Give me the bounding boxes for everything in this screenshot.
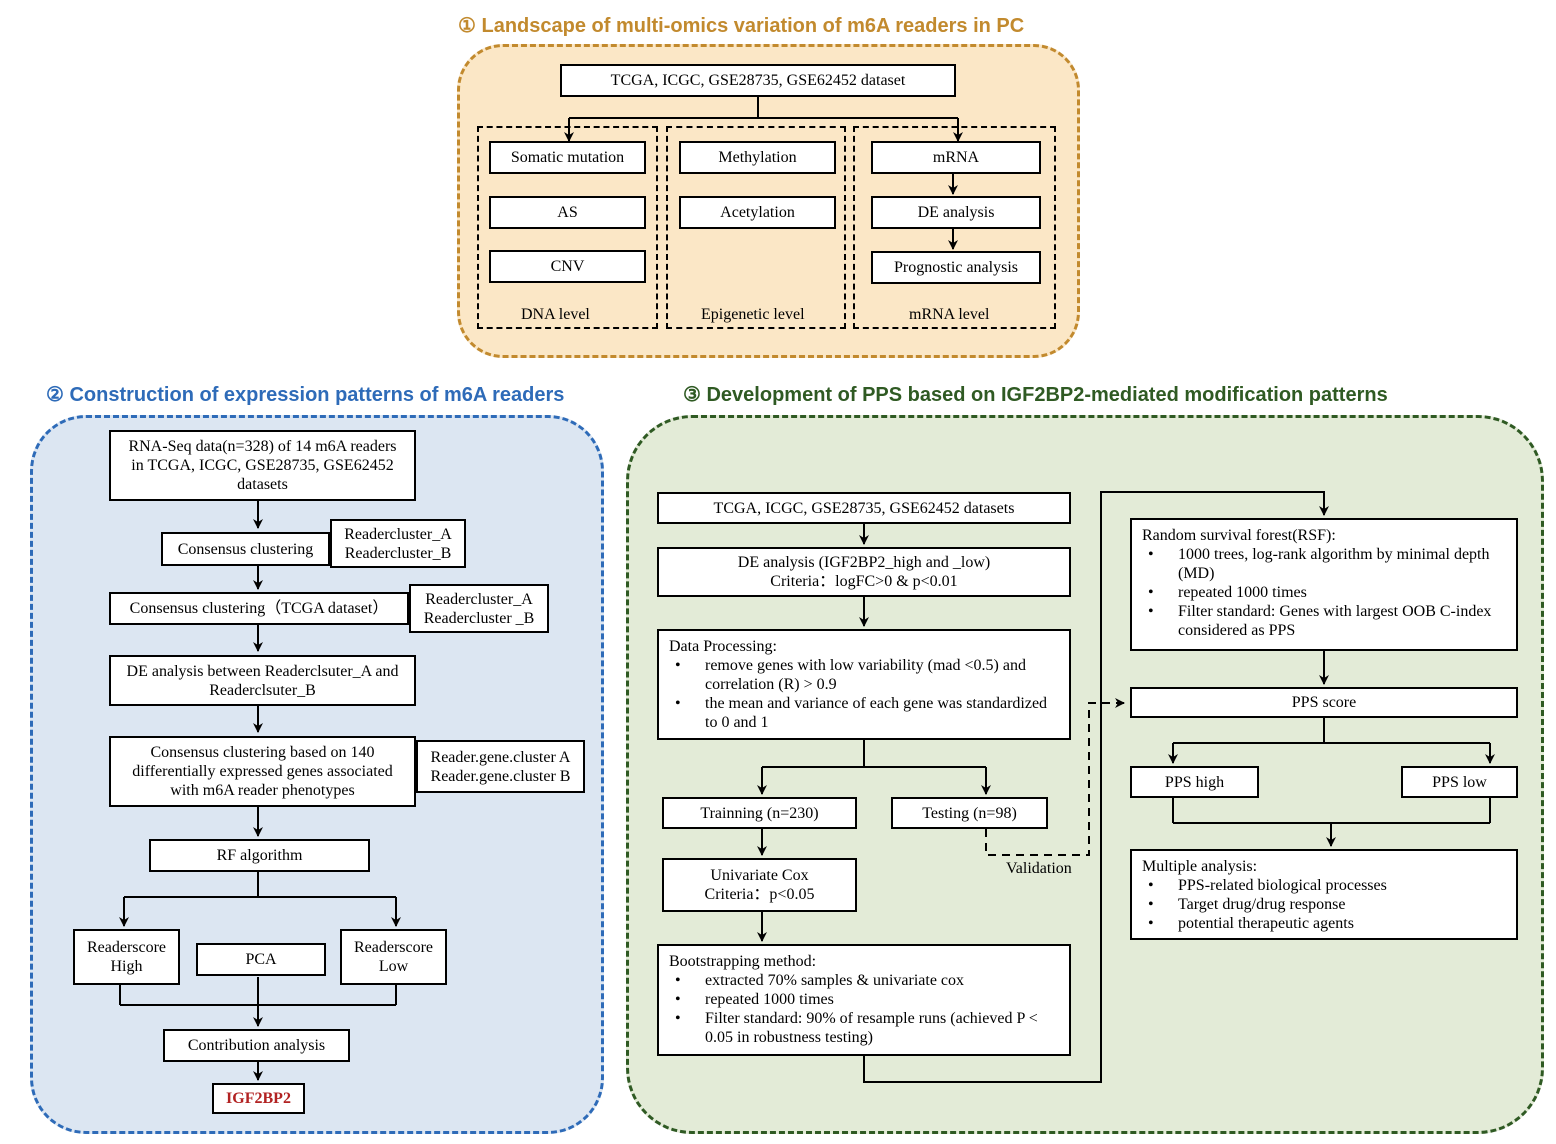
readercluster-box-1: Readercluster_A Readercluster_B xyxy=(330,519,466,568)
multiple-analysis-bullet: PPS-related biological processes xyxy=(1142,876,1387,895)
pps-high-box: PPS high xyxy=(1130,766,1259,798)
consensus-genes-line-3: with m6A reader phenotypes xyxy=(170,782,355,799)
data-processing-box: Data Processing: remove genes with low v… xyxy=(657,629,1071,740)
de-analysis-readercluster-box: DE analysis between Readerclsuter_A and … xyxy=(109,655,416,706)
de-analysis-line-2: Readerclsuter_B xyxy=(209,681,316,699)
bootstrapping-heading: Bootstrapping method: xyxy=(669,953,817,970)
section1-title: ① Landscape of multi-omics variation of … xyxy=(458,15,1025,37)
reader-gene-cluster-b: Reader.gene.cluster B xyxy=(430,767,571,785)
consensus-genes-line-2: differentially expressed genes associate… xyxy=(132,763,393,780)
readercluster-box-2: Readercluster_A Readercluster _B xyxy=(409,584,549,633)
consensus-genes-line-1: Consensus clustering based on 140 xyxy=(150,744,375,761)
reader-gene-cluster-box: Reader.gene.cluster A Reader.gene.cluste… xyxy=(416,740,585,793)
readerscore-high-line-2: High xyxy=(110,958,143,975)
de-analysis-box: DE analysis xyxy=(871,196,1041,229)
rsf-heading: Random survival forest(RSF): xyxy=(1142,527,1336,544)
pps-score-box: PPS score xyxy=(1130,687,1518,718)
methylation-box: Methylation xyxy=(679,141,836,174)
bootstrapping-bullet: Filter standard: 90% of resample runs (a… xyxy=(669,1009,1059,1047)
reader-gene-cluster-a: Reader.gene.cluster A xyxy=(430,748,571,766)
contribution-analysis-box: Contribution analysis xyxy=(163,1029,350,1062)
readercluster-a-1: Readercluster_A xyxy=(344,525,452,543)
readercluster-b-2: Readercluster _B xyxy=(423,609,535,627)
readerscore-low-line-2: Low xyxy=(378,958,409,975)
rnaseq-line-1: RNA-Seq data(n=328) of 14 m6A readers xyxy=(128,438,397,455)
igf2bp2-result-box: IGF2BP2 xyxy=(212,1083,305,1114)
readercluster-a-2: Readercluster_A xyxy=(425,590,533,608)
epigenetic-level-label: Epigenetic level xyxy=(701,306,805,323)
random-survival-forest-box: Random survival forest(RSF): 1000 trees,… xyxy=(1130,518,1518,651)
dna-level-label: DNA level xyxy=(521,306,590,323)
mrna-level-group xyxy=(853,126,1056,329)
readerscore-low-box: Readerscore Low xyxy=(340,929,447,985)
datasets-box: TCGA, ICGC, GSE28735, GSE62452 datasets xyxy=(657,492,1071,524)
data-processing-bullet: remove genes with low variability (mad <… xyxy=(669,656,1059,694)
pca-box: PCA xyxy=(196,943,326,976)
de-igf2bp2-line-1: DE analysis (IGF2BP2_high and _low) xyxy=(737,554,991,571)
readerscore-high-line-1: Readerscore xyxy=(86,939,167,956)
mrna-level-label: mRNA level xyxy=(909,306,990,323)
rsf-bullet: Filter standard: Genes with largest OOB … xyxy=(1142,602,1506,640)
consensus-clustering-box: Consensus clustering xyxy=(161,532,330,566)
somatic-mutation-box: Somatic mutation xyxy=(489,141,646,174)
training-box: Trainning (n=230) xyxy=(662,797,857,829)
bootstrapping-bullet: extracted 70% samples & univariate cox xyxy=(669,971,1059,990)
bootstrapping-box: Bootstrapping method: extracted 70% samp… xyxy=(657,944,1071,1056)
univariate-cox-line-1: Univariate Cox xyxy=(710,867,809,884)
readerscore-high-box: Readerscore High xyxy=(73,929,180,985)
rnaseq-data-box: RNA-Seq data(n=328) of 14 m6A readers in… xyxy=(109,430,416,501)
validation-label: Validation xyxy=(1006,860,1072,877)
rnaseq-line-2: in TCGA, ICGC, GSE28735, GSE62452 xyxy=(131,457,394,474)
rnaseq-line-3: datasets xyxy=(237,476,288,493)
epigenetic-level-group xyxy=(666,126,846,329)
readerscore-low-line-1: Readerscore xyxy=(353,939,434,956)
section3-title: ③ Development of PPS based on IGF2BP2-me… xyxy=(683,384,1388,406)
dataset-box: TCGA, ICGC, GSE28735, GSE62452 dataset xyxy=(560,64,956,97)
de-igf2bp2-line-2: Criteria：logFC>0 & p<0.01 xyxy=(770,573,958,590)
multiple-analysis-box: Multiple analysis: PPS-related biologica… xyxy=(1130,849,1518,940)
prognostic-analysis-box: Prognostic analysis xyxy=(871,251,1041,284)
as-box: AS xyxy=(489,196,646,229)
pps-low-box: PPS low xyxy=(1401,766,1518,798)
de-analysis-igf2bp2-box: DE analysis (IGF2BP2_high and _low) Crit… xyxy=(657,547,1071,597)
multiple-analysis-heading: Multiple analysis: xyxy=(1142,858,1258,875)
readercluster-b-1: Readercluster_B xyxy=(344,544,452,562)
univariate-cox-line-2: Criteria：p<0.05 xyxy=(704,886,815,903)
testing-box: Testing (n=98) xyxy=(891,797,1048,829)
rf-algorithm-box: RF algorithm xyxy=(149,839,370,872)
dna-level-group xyxy=(477,126,658,329)
section2-title: ② Construction of expression patterns of… xyxy=(46,384,565,406)
mrna-box: mRNA xyxy=(871,141,1041,174)
bootstrapping-bullet: repeated 1000 times xyxy=(669,990,1059,1009)
consensus-clustering-tcga-box: Consensus clustering（TCGA dataset） xyxy=(109,592,409,625)
de-analysis-line-1: DE analysis between Readerclsuter_A and xyxy=(126,662,399,680)
data-processing-bullet: the mean and variance of each gene was s… xyxy=(669,694,1059,732)
data-processing-heading: Data Processing: xyxy=(669,638,777,655)
multiple-analysis-bullet: potential therapeutic agents xyxy=(1142,914,1387,933)
rsf-bullet: repeated 1000 times xyxy=(1142,583,1506,602)
cnv-box: CNV xyxy=(489,250,646,283)
univariate-cox-box: Univariate Cox Criteria：p<0.05 xyxy=(662,858,857,912)
rsf-bullet: 1000 trees, log-rank algorithm by minima… xyxy=(1142,545,1506,583)
acetylation-box: Acetylation xyxy=(679,196,836,229)
multiple-analysis-bullet: Target drug/drug response xyxy=(1142,895,1387,914)
consensus-clustering-genes-box: Consensus clustering based on 140 differ… xyxy=(109,736,416,807)
